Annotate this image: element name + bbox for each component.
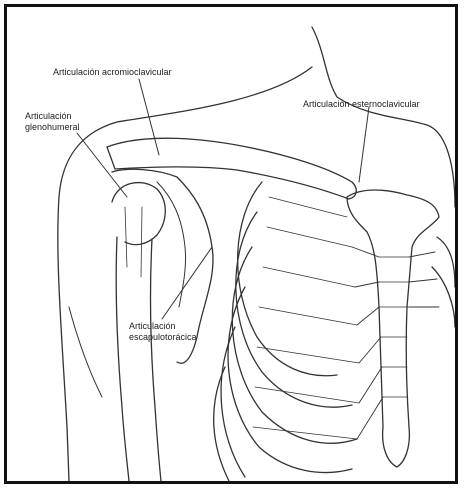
- label-glenohumeral-line2: glenohumeral: [25, 122, 80, 133]
- label-escapulotoracica-line1: Articulación: [129, 321, 197, 332]
- rib: [432, 267, 455, 327]
- figure-frame: Articulación acromioclavicular Articulac…: [4, 4, 458, 484]
- body-outline: [312, 27, 455, 207]
- label-escapulotoracica-line2: escapulotorácica: [129, 332, 197, 343]
- label-glenohumeral: Articulación glenohumeral: [25, 111, 80, 133]
- leader-esternoclavicular: [359, 107, 369, 182]
- rib: [221, 327, 245, 477]
- shoulder-anatomy-drawing: [7, 7, 455, 481]
- label-esternoclavicular: Articulación esternoclavicular: [303, 99, 420, 110]
- humerus-head: [112, 183, 165, 245]
- clavicle: [107, 138, 356, 199]
- rib: [232, 247, 357, 443]
- rib: [238, 182, 337, 376]
- leader-acromioclavicular: [139, 79, 159, 155]
- label-escapulotoracica: Articulación escapulotorácica: [129, 321, 197, 343]
- rib: [437, 237, 455, 287]
- sternum: [347, 190, 439, 467]
- label-acromioclavicular: Articulación acromioclavicular: [53, 67, 172, 78]
- humerus-shaft: [116, 237, 161, 481]
- rib: [236, 212, 352, 407]
- label-glenohumeral-line1: Articulación: [25, 111, 80, 122]
